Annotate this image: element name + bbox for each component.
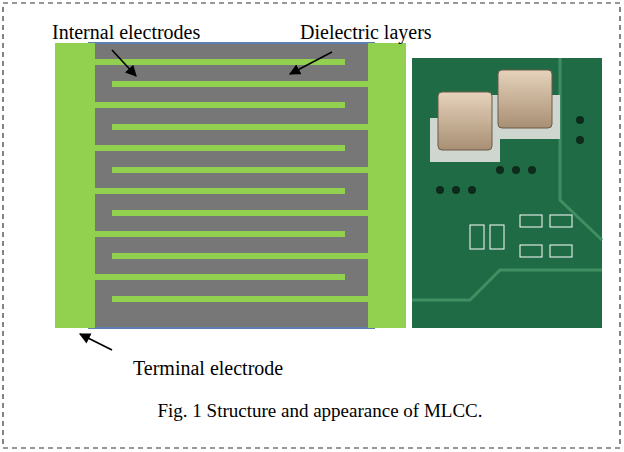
figure-caption: Fig. 1 Structure and appearance of MLCC. (20, 399, 620, 423)
pcb-photo (412, 58, 602, 328)
electrode (92, 145, 345, 151)
mlcc-chip (438, 92, 492, 150)
internal-electrodes (92, 59, 372, 302)
electrode (92, 102, 345, 108)
leader-arrow (112, 50, 136, 76)
terminal-electrode (368, 43, 406, 328)
body-edge (88, 327, 375, 329)
pcb-trace (412, 270, 602, 300)
dielectric-body (88, 43, 375, 328)
electrode (92, 231, 345, 237)
leader-arrow (80, 334, 112, 350)
dashed-border (3, 3, 620, 448)
vias (436, 116, 584, 194)
electrode (112, 296, 372, 302)
electrode (112, 253, 372, 259)
electrode (112, 81, 372, 87)
electrode (92, 274, 345, 280)
electrode (112, 210, 372, 216)
pcb-trace (560, 58, 602, 240)
part-label: Internal electrodes (52, 20, 200, 44)
electrode (92, 188, 345, 194)
component-outlines (470, 215, 572, 257)
leader-arrows (80, 50, 332, 350)
part-label: Terminal electrode (133, 356, 283, 380)
pcb-board (412, 58, 602, 328)
leader-arrow (290, 52, 332, 74)
electrode (112, 167, 372, 173)
electrode (92, 59, 345, 65)
mlcc-cross-section (55, 43, 406, 328)
electrode (112, 124, 372, 130)
terminal-electrode (55, 43, 95, 328)
mlcc-chip (498, 70, 552, 128)
part-label: Dielectric layers (300, 20, 432, 44)
